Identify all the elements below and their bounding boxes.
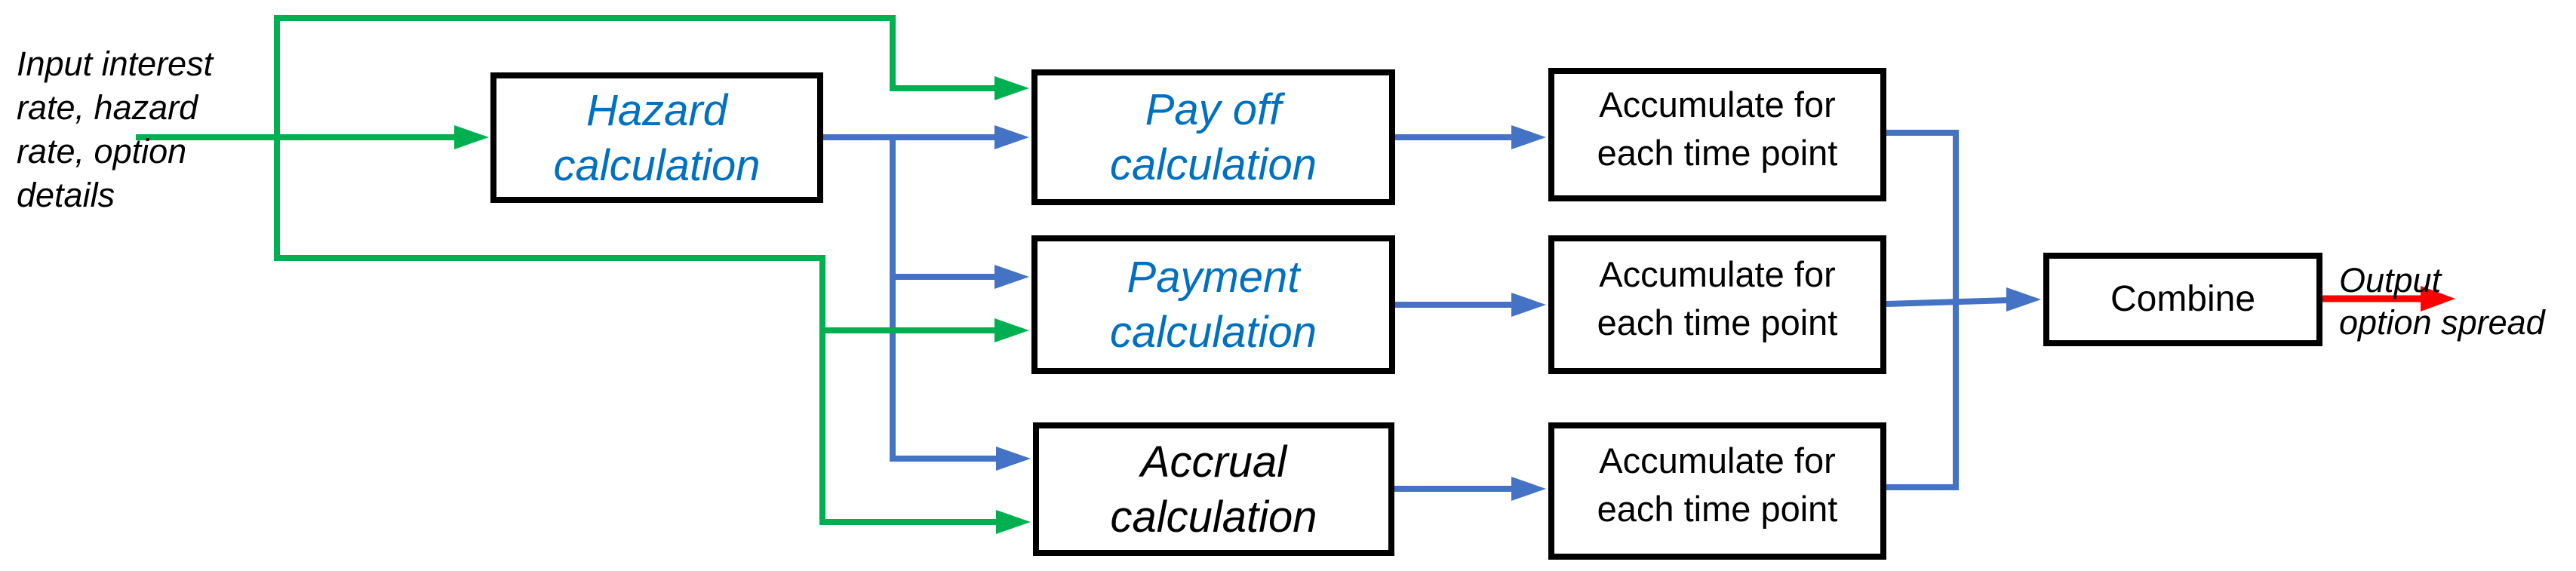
- blue-connector-hazard-to-accrual: [890, 134, 999, 462]
- blue-arrowhead-combine: [2006, 287, 2041, 312]
- hazard-calculation-label-line2: calculation: [553, 140, 761, 190]
- green-arrowhead-payoff: [994, 76, 1029, 100]
- input-annotation-line3: rate, option: [17, 132, 187, 170]
- hazard-calculation-label: Hazard calculation: [553, 83, 760, 193]
- blue-flow-lines: [823, 125, 2041, 501]
- payoff-calculation-label-line1: Pay off: [1145, 85, 1282, 134]
- accumulate-box-3: Accumulate for each time point: [1548, 422, 1886, 560]
- payoff-calculation-label-line2: calculation: [1109, 140, 1317, 189]
- payment-calculation-label: Payment calculation: [1110, 250, 1317, 360]
- green-arrowhead-hazard: [454, 125, 489, 149]
- blue-arrowhead-payment: [994, 265, 1029, 289]
- combine-box: Combine: [2043, 253, 2322, 346]
- green-arrowhead-payment: [994, 318, 1029, 342]
- accrual-calculation-label-line1: Accrual: [1140, 437, 1287, 487]
- input-annotation-line4: details: [17, 176, 115, 214]
- accumulate-box-3-label-line2: each time point: [1597, 489, 1838, 529]
- payment-calculation-label-line1: Payment: [1127, 253, 1300, 302]
- output-annotation-line2: option spread: [2339, 303, 2545, 342]
- accumulate-box-1: Accumulate for each time point: [1548, 68, 1886, 201]
- payment-calculation-box: Payment calculation: [1031, 235, 1395, 374]
- green-arrowhead-accrual: [996, 510, 1031, 534]
- blue-arrowhead-accumulate3: [1511, 477, 1546, 501]
- blue-arrowhead-accumulate1: [1511, 125, 1546, 149]
- accumulate-box-2-label-line1: Accumulate for: [1599, 254, 1836, 294]
- blue-connector-collector: [1886, 130, 1959, 490]
- red-output-line: [2322, 286, 2455, 312]
- payment-calculation-label-line2: calculation: [1109, 308, 1317, 357]
- blue-arrowhead-accumulate2: [1511, 293, 1546, 317]
- input-annotation-line2: rate, hazard: [17, 88, 198, 127]
- input-annotation-line1: Input interest: [17, 45, 214, 83]
- blue-connector-accumulate2-to-combine: [1886, 297, 2010, 307]
- combine-box-label: Combine: [2110, 279, 2256, 319]
- accumulate-box-2: Accumulate for each time point: [1548, 235, 1886, 374]
- accumulate-box-2-label: Accumulate for each time point: [1597, 250, 1838, 359]
- hazard-calculation-box: Hazard calculation: [490, 72, 823, 203]
- payoff-calculation-label: Pay off calculation: [1110, 82, 1317, 192]
- accrual-calculation-label-line2: calculation: [1110, 492, 1317, 542]
- output-annotation-line1: Output: [2339, 261, 2442, 299]
- output-annotation: Output option spread: [2339, 259, 2545, 344]
- green-input-lines: [136, 15, 1031, 534]
- input-annotation: Input interest rate, hazard rate, option…: [17, 42, 213, 217]
- green-connector-top-rail-to-payoff: [274, 15, 998, 91]
- red-arrowhead-output: [2421, 286, 2455, 312]
- hazard-calculation-label-line1: Hazard: [586, 85, 727, 135]
- accumulate-box-1-label-line2: each time point: [1597, 132, 1838, 173]
- accumulate-box-1-label: Accumulate for each time point: [1597, 81, 1838, 189]
- payoff-calculation-box: Pay off calculation: [1031, 69, 1395, 205]
- accumulate-box-3-label: Accumulate for each time point: [1597, 437, 1838, 545]
- accumulate-box-1-label-line1: Accumulate for: [1599, 84, 1836, 124]
- accrual-calculation-box: Accrual calculation: [1033, 422, 1394, 556]
- accumulate-box-2-label-line2: each time point: [1597, 302, 1838, 342]
- blue-arrowhead-accrual: [996, 447, 1031, 471]
- accrual-calculation-label: Accrual calculation: [1110, 434, 1317, 545]
- green-connector-bottom-rail-to-accrual: [274, 15, 999, 525]
- accumulate-box-3-label-line1: Accumulate for: [1599, 441, 1836, 480]
- blue-arrowhead-payoff: [994, 125, 1029, 149]
